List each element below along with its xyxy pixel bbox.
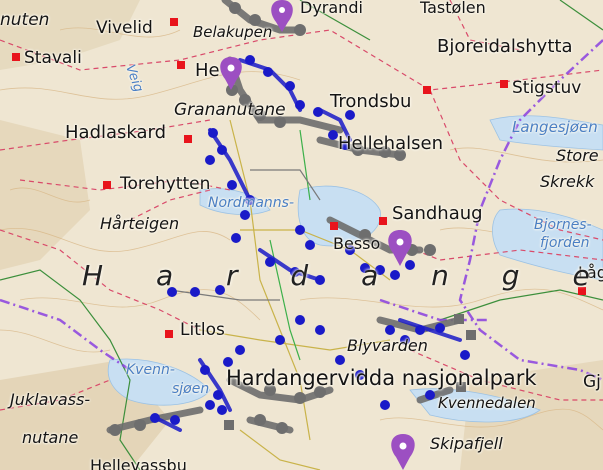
red-square-icon [500, 80, 508, 88]
place-label: Blyvarden [347, 336, 428, 355]
place-label: nutane [22, 428, 79, 447]
terrain-patch [0, 120, 90, 270]
map-pin-icon[interactable] [220, 57, 242, 90]
map-pin-icon[interactable] [388, 230, 412, 266]
place-label: Vivelid [96, 18, 153, 38]
place-label: Juklavass- [10, 390, 91, 409]
red-square-icon [170, 18, 178, 26]
place-label: Trondsbu [330, 91, 412, 112]
place-label: Torehytten [120, 174, 211, 194]
red-square-icon [103, 181, 111, 189]
red-square-icon [12, 53, 20, 61]
place-label: Stigstuv [512, 78, 582, 98]
map-pin-icon[interactable] [271, 0, 293, 32]
red-square-icon [578, 287, 586, 295]
place-label: He [195, 60, 220, 81]
blue-dots [150, 55, 470, 425]
red-square-icon [177, 61, 185, 69]
place-label: nuten [0, 10, 50, 30]
lake-label: Bjornes- [534, 217, 592, 233]
place-label: Gj [583, 372, 601, 392]
place-label: Hellehalsen [338, 133, 443, 154]
gray-dots [109, 2, 436, 436]
red-square-icon [184, 135, 192, 143]
lake-label: sjøen [172, 381, 210, 397]
place-label: Dyrandi [300, 0, 363, 17]
place-label: Kvennedalen [438, 394, 536, 412]
place-label: Skipafjell [430, 434, 503, 453]
place-label: Hårteigen [100, 214, 180, 233]
red-square-icon [423, 86, 431, 94]
place-label: Sandhaug [392, 203, 483, 224]
gray-square-markers [224, 314, 476, 430]
place-label: Belakupen [193, 23, 273, 41]
lake-label: Langesjøen [512, 118, 598, 136]
water-bodies [107, 115, 603, 423]
contour-lines [0, 27, 603, 431]
red-square-icon [330, 222, 338, 230]
red-square-icon [165, 330, 173, 338]
place-label: Tastølen [420, 0, 486, 17]
place-label: Store [556, 146, 599, 165]
purple-boundaries [0, 39, 603, 382]
place-label: Stavali [24, 48, 82, 68]
place-label: Hadlaskard [65, 122, 167, 143]
red-square-icon [379, 217, 387, 225]
place-label: Hellevassbu [90, 456, 187, 470]
lake-label: Kvenn- [126, 362, 175, 378]
place-label: Bjoreidalshytta [437, 36, 573, 57]
place-label: Litlos [180, 320, 225, 340]
lake-label: fjorden [540, 235, 590, 251]
place-label: Grananutane [174, 100, 286, 120]
lake-label: Nordmanns- [208, 195, 294, 211]
place-label: Besso [333, 234, 381, 253]
map-pin-icon[interactable] [391, 434, 415, 470]
place-label: Skrekk [540, 172, 595, 191]
region-label: H a r d a n g e r v i d d a [82, 259, 603, 292]
blue-track-clusters [158, 58, 462, 432]
park-label: Hardangervidda nasjonalpark [226, 366, 537, 390]
place-label: Låg [578, 263, 603, 282]
